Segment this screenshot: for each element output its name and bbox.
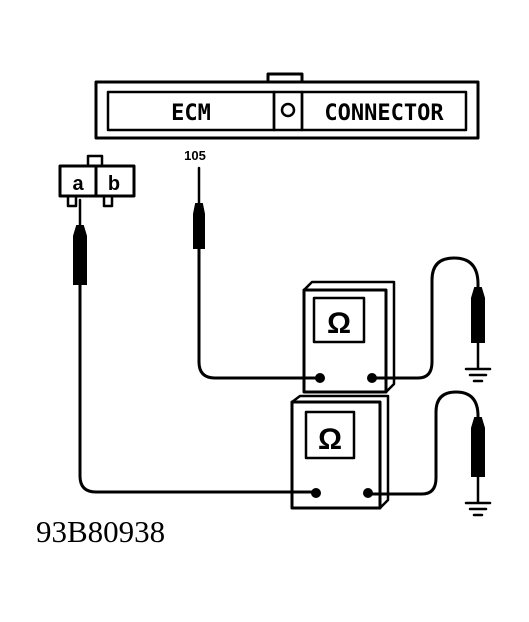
figure-code: 93B80938 bbox=[36, 514, 165, 549]
ground-icon bbox=[464, 501, 492, 517]
ground-lead-2 bbox=[368, 390, 480, 504]
small-connector bbox=[58, 154, 136, 208]
probe-lead-terminal-a bbox=[78, 198, 316, 494]
probe-body bbox=[471, 287, 485, 343]
ohmmeter-1 bbox=[302, 280, 396, 394]
probe-body bbox=[471, 417, 485, 477]
ecm-label: ECM bbox=[171, 101, 211, 126]
connector-label: CONNECTOR bbox=[324, 101, 444, 126]
meter-terminal bbox=[311, 488, 321, 498]
meter-terminal bbox=[315, 373, 325, 383]
probe-lead-ecm-pin bbox=[197, 166, 320, 380]
ohm-symbol-2: Ω bbox=[318, 423, 342, 456]
ground-lead-1 bbox=[372, 256, 480, 380]
terminal-b-label: b bbox=[108, 173, 120, 195]
ecm-connector bbox=[94, 72, 480, 140]
terminal-a-label: a bbox=[72, 173, 84, 195]
probe-body bbox=[193, 203, 205, 249]
latch-icon bbox=[280, 102, 296, 118]
probe-body bbox=[73, 225, 87, 285]
meter-terminal bbox=[363, 488, 373, 498]
pin-number-label: 105 bbox=[184, 148, 206, 163]
meter-terminal bbox=[367, 373, 377, 383]
ohm-symbol-1: Ω bbox=[327, 307, 351, 340]
ohmmeter-2 bbox=[290, 394, 390, 510]
ground-icon bbox=[464, 367, 492, 383]
